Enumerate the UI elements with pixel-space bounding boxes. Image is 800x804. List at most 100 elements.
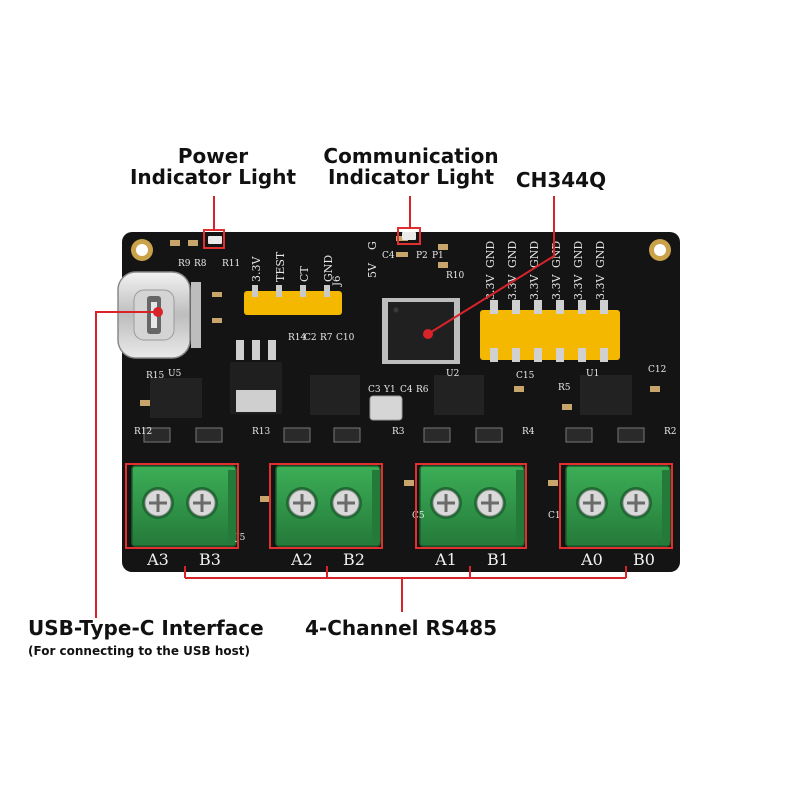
silkscreen-ref: C10 (336, 333, 355, 343)
screw-icon[interactable] (142, 487, 174, 519)
ic-u4 (310, 375, 360, 415)
silkscreen-ref: P1 (432, 251, 444, 261)
smd-components (140, 236, 660, 502)
terminal-label-a: A1 (434, 550, 457, 569)
silkscreen-ref: U5 (168, 369, 182, 379)
power-callout-line1: Power (177, 144, 249, 168)
header-right-33v-label: 3.3V (594, 274, 607, 300)
mounting-hole-icon (131, 239, 153, 261)
rs485-callout-text: 4-Channel RS485 (305, 616, 498, 640)
terminal-block-1 (275, 465, 381, 547)
ch344q-chip (382, 298, 460, 364)
jumper-label-g: G (366, 241, 379, 250)
screw-icon[interactable] (286, 487, 318, 519)
terminal-label-b: B2 (343, 550, 365, 569)
header-j6 (244, 285, 342, 315)
comm-callout-line1: Communication (323, 144, 499, 168)
silkscreen-ref: C4 (382, 251, 395, 261)
screw-icon[interactable] (330, 487, 362, 519)
silkscreen-ref: C3 (368, 385, 381, 395)
header-right-33v-label: 3.3V (506, 274, 519, 300)
screw-icon[interactable] (430, 487, 462, 519)
terminal-label-b: B3 (199, 550, 221, 569)
silkscreen-ref: C15 (516, 371, 535, 381)
voltage-regulator (230, 340, 282, 414)
led-indicators (208, 232, 416, 244)
silkscreen-ref: R2 (664, 427, 677, 437)
silkscreen-ref: R6 (416, 385, 429, 395)
silkscreen-ref: R9 (178, 259, 191, 269)
terminal-label-a: A2 (290, 550, 313, 569)
silkscreen-ref: R13 (252, 427, 271, 437)
silkscreen-ref: R7 (320, 333, 333, 343)
pad-row (143, 427, 645, 443)
header-right-gnd-label: GND (594, 241, 607, 268)
silkscreen-ref: R15 (146, 371, 165, 381)
silkscreen-ref: C4 (400, 385, 413, 395)
silkscreen-ref: R3 (392, 427, 405, 437)
usb-interface-callout: USB-Type-C Interface (28, 618, 328, 639)
callout-dots (153, 307, 433, 339)
header-label-test: TEST (274, 251, 287, 282)
silkscreen-ref: J5 (235, 533, 246, 543)
screw-icon[interactable] (576, 487, 608, 519)
silkscreen-ref: C2 (304, 333, 317, 343)
terminal-blocks (131, 465, 671, 547)
silkscreen-ref: R10 (446, 271, 465, 281)
terminal-labels: A3 B3 A2 B2 A1 B1 A0 B0 (146, 550, 655, 569)
silkscreen-ref: R5 (558, 383, 571, 393)
power-indicator-callout: Power Indicator Light (118, 146, 308, 188)
ic-u1 (580, 375, 632, 415)
header-right-33v-label: 3.3V (550, 274, 563, 300)
header-right-gnd-label: GND (528, 241, 541, 268)
usb-callout-text: USB-Type-C Interface (28, 616, 264, 640)
header-right-gnd-label: GND (550, 241, 563, 268)
header-right-33v-label: 3.3V (572, 274, 585, 300)
header-right-gnd-label: GND (484, 241, 497, 268)
header-label-gnd: GND (322, 255, 335, 282)
silkscreen-ref: R11 (222, 259, 240, 269)
jumper-label-5v: 5V (366, 262, 379, 278)
header-right-33v-label: 3.3V (528, 274, 541, 300)
terminal-label-b: B0 (633, 550, 655, 569)
silkscreen-ref: R4 (522, 427, 535, 437)
silkscreen-ref: R14 (288, 333, 307, 343)
ic-u5 (150, 378, 202, 418)
silkscreen-ref: C12 (648, 365, 666, 375)
communication-indicator-callout: Communication Indicator Light (306, 146, 516, 188)
terminal-block-3 (565, 465, 671, 547)
screw-icon[interactable] (186, 487, 218, 519)
callout-lines (95, 196, 627, 618)
screw-icon[interactable] (620, 487, 652, 519)
screw-icon[interactable] (474, 487, 506, 519)
chip-callout-text: CH344Q (515, 168, 607, 192)
chip-callout: CH344Q (506, 170, 616, 191)
header-right-gnd-label: GND (506, 241, 519, 268)
terminal-label-a: A3 (146, 550, 169, 569)
ic-u2 (434, 375, 484, 415)
header-ref-j6: J6 (332, 276, 343, 287)
silkscreen-ref: R12 (134, 427, 152, 437)
highlight-boxes (125, 227, 673, 549)
silkscreen-ref: C5 (412, 511, 425, 521)
silkscreen-ref: U2 (446, 369, 459, 379)
power-callout-line2: Indicator Light (129, 165, 297, 189)
silkscreen-ref: Y1 (383, 385, 396, 395)
silkscreen-ref: U1 (586, 369, 599, 379)
terminal-label-b: B1 (487, 550, 509, 569)
header-label-ct: CT (298, 266, 311, 282)
rs485-callout: 4-Channel RS485 (305, 618, 515, 639)
terminal-label-a: A0 (580, 550, 603, 569)
silkscreen: 3.3V TEST CT GND J6 5V G (250, 241, 379, 287)
header-right (480, 300, 620, 362)
silkscreen-ref: R8 (194, 259, 207, 269)
usb-interface-subcaption: (For connecting to the USB host) (28, 645, 328, 658)
terminal-block-0 (131, 465, 237, 547)
terminal-block-2 (419, 465, 525, 547)
header-right-gnd-label: GND (572, 241, 585, 268)
silkscreen-ref: P2 (416, 251, 428, 261)
